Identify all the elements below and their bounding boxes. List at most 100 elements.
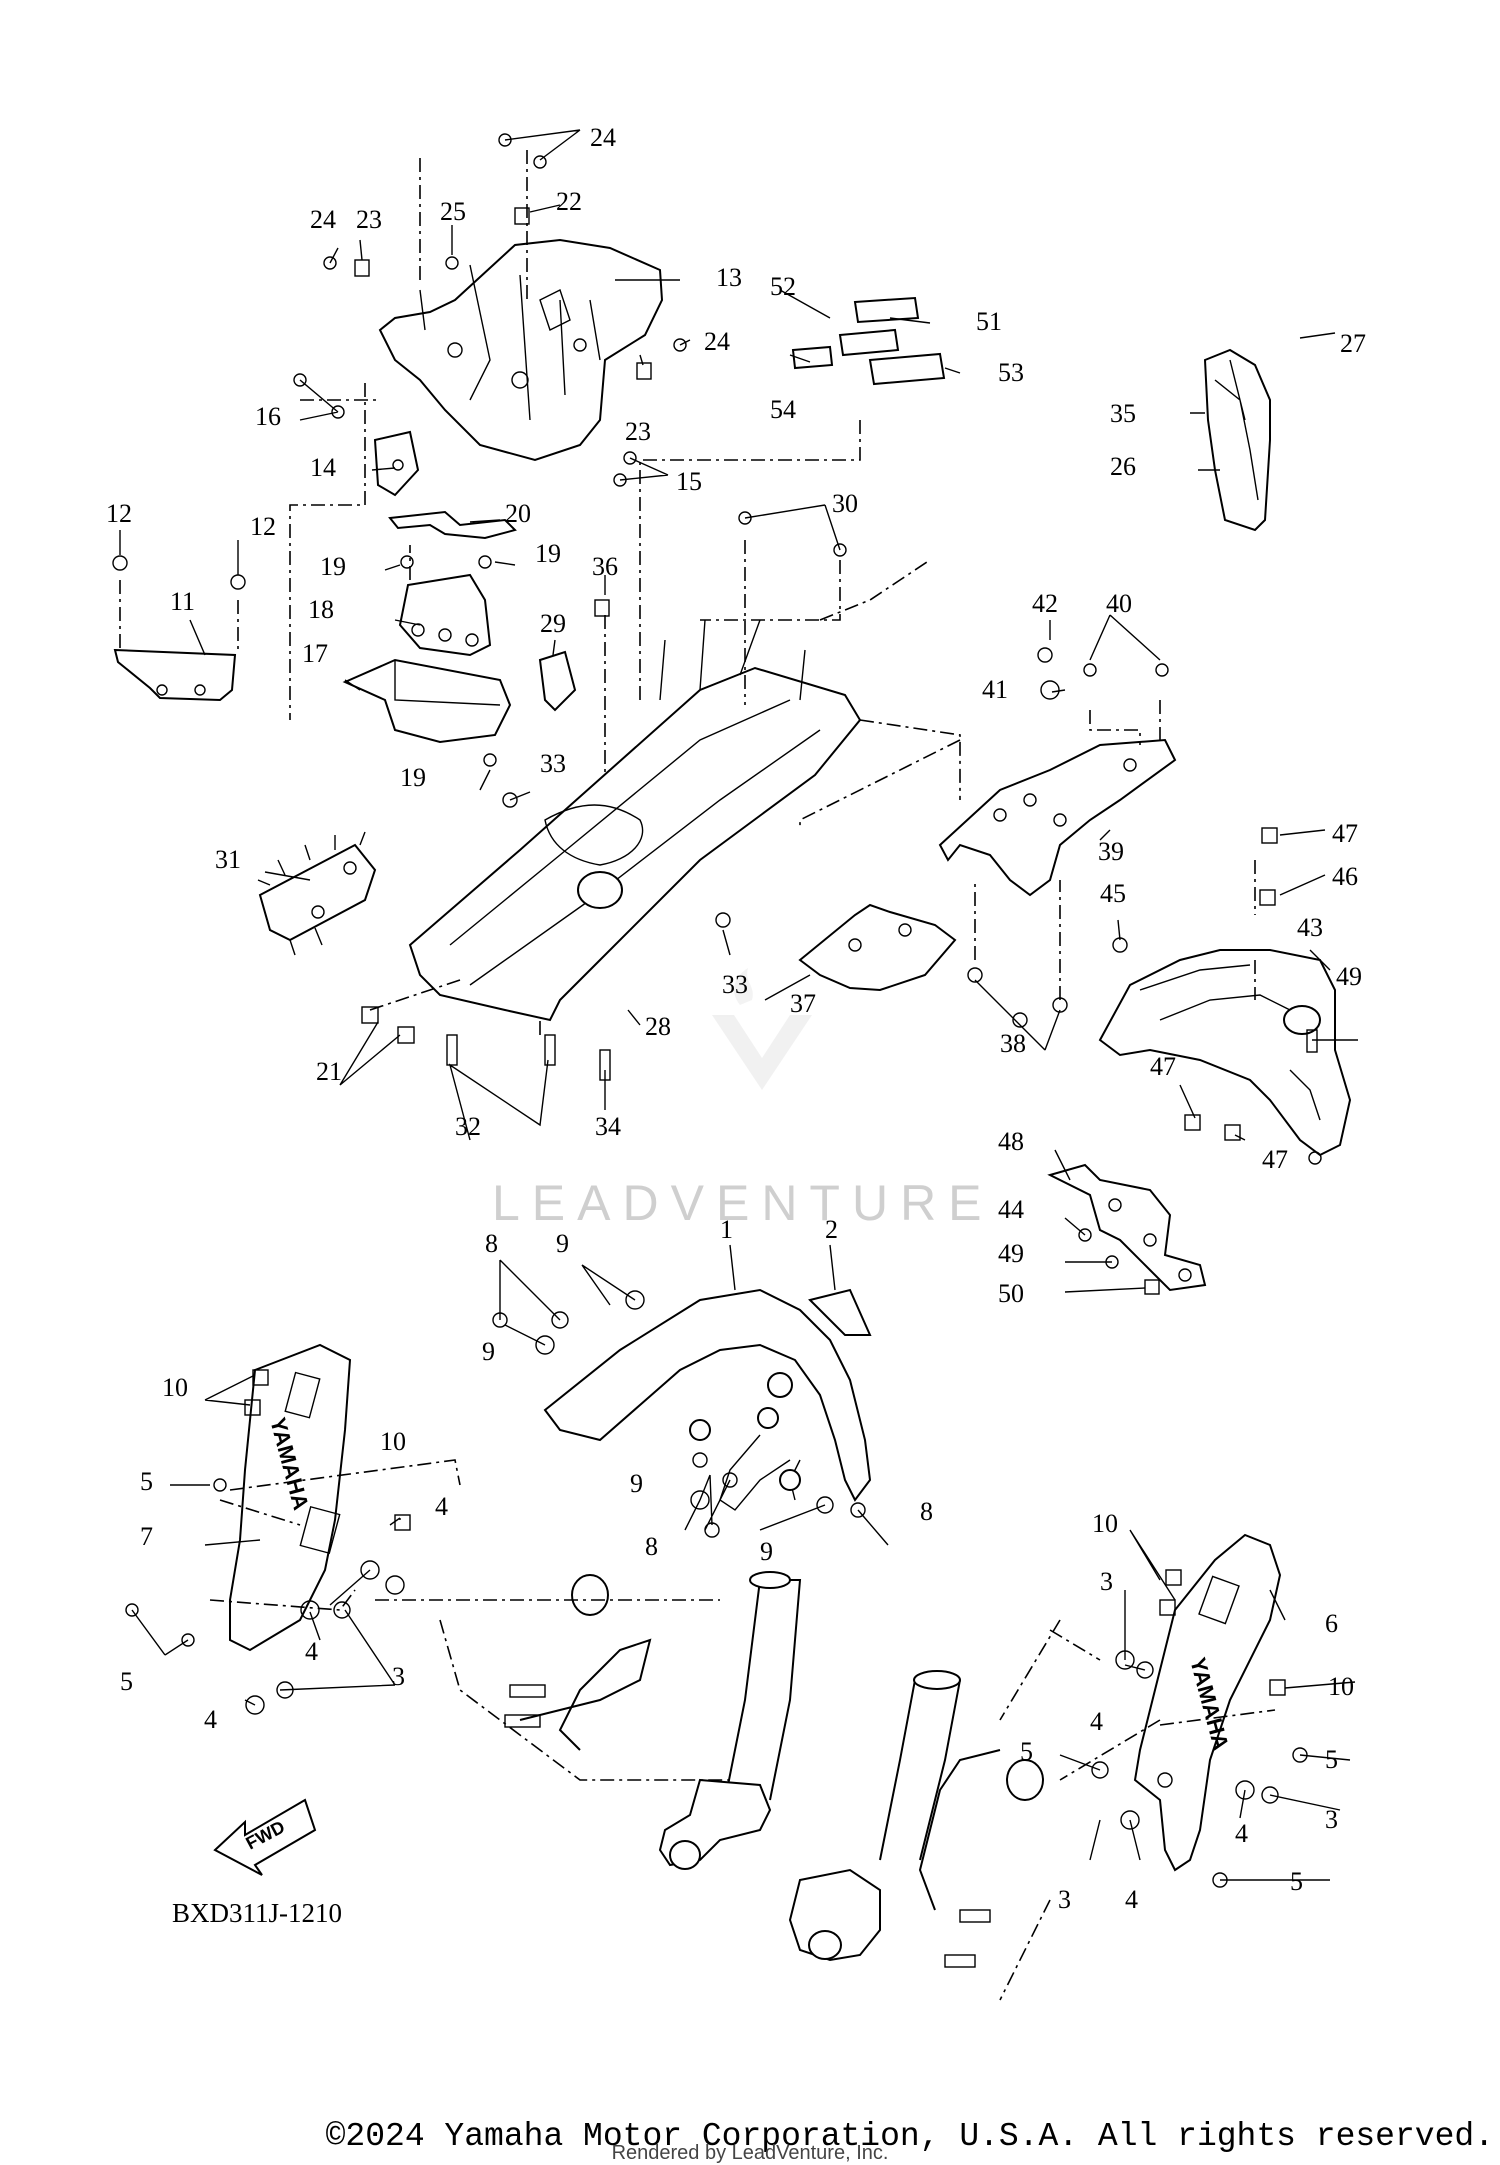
callout-8: 8	[645, 1532, 658, 1561]
callout-49: 49	[998, 1239, 1024, 1268]
callout-4: 4	[435, 1492, 448, 1521]
callout-9: 9	[556, 1229, 569, 1258]
callout-19: 19	[535, 539, 561, 568]
callout-22: 22	[556, 187, 582, 216]
callout-25: 25	[440, 197, 466, 226]
callout-17: 17	[302, 639, 328, 668]
labels-parts-51-54	[791, 296, 946, 386]
callout-42: 42	[1032, 589, 1058, 618]
callout-45: 45	[1100, 879, 1126, 908]
clip-part-29	[538, 650, 577, 712]
callout-9: 9	[482, 1337, 495, 1366]
callout-14: 14	[310, 453, 336, 482]
callout-20: 20	[505, 499, 531, 528]
copyright-notice: ©2024 Yamaha Motor Corporation, U.S.A. A…	[325, 2118, 1494, 2155]
bracket-part-14	[373, 430, 420, 497]
callout-40: 40	[1106, 589, 1132, 618]
callout-11: 11	[170, 587, 195, 616]
callout-13: 13	[716, 263, 742, 292]
callout-3: 3	[1058, 1885, 1071, 1914]
callout-4: 4	[1090, 1707, 1103, 1736]
fasteners-right	[967, 647, 1322, 1295]
callout-47: 47	[1150, 1052, 1176, 1081]
callout-21: 21	[316, 1057, 342, 1086]
callout-19: 19	[400, 763, 426, 792]
callout-8: 8	[485, 1229, 498, 1258]
callout-47: 47	[1262, 1145, 1288, 1174]
callout-54: 54	[770, 395, 796, 424]
tray-part-17	[342, 658, 512, 744]
callout-19: 19	[320, 552, 346, 581]
callout-10: 10	[380, 1427, 406, 1456]
callout-24: 24	[590, 123, 616, 152]
front-fork-left	[658, 1571, 802, 1870]
callout-10: 10	[162, 1373, 188, 1402]
bracket-part-39	[938, 738, 1177, 897]
callout-23: 23	[356, 205, 382, 234]
guard-part-31	[257, 831, 377, 956]
callout-33: 33	[722, 970, 748, 999]
callout-5: 5	[1290, 1867, 1303, 1896]
cover-part-26	[1203, 348, 1271, 532]
callout-6: 6	[1325, 1609, 1338, 1638]
plate-part-20	[388, 510, 517, 540]
battery-box-part-13	[378, 238, 664, 462]
watermark-logo	[712, 968, 812, 1090]
callout-34: 34	[595, 1112, 621, 1141]
callout-24: 24	[704, 327, 730, 356]
callout-7: 7	[140, 1522, 153, 1551]
bracket-part-48	[1047, 1163, 1207, 1292]
callout-3: 3	[392, 1662, 405, 1691]
callout-24: 24	[310, 205, 336, 234]
rendered-by-credit: Rendered by LeadVenture, Inc.	[611, 2142, 889, 2164]
fasteners-upper-left	[112, 133, 687, 767]
callout-29: 29	[540, 609, 566, 638]
callout-51: 51	[976, 307, 1002, 336]
callout-48: 48	[998, 1127, 1024, 1156]
callout-9: 9	[630, 1469, 643, 1498]
callout-52: 52	[770, 272, 796, 301]
decal-part-2	[808, 1288, 872, 1336]
callout-38: 38	[1000, 1029, 1026, 1058]
front-fender-part-1	[543, 1288, 872, 1511]
callout-2: 2	[825, 1215, 838, 1244]
watermark-text: LEADVENTURE	[492, 1175, 994, 1231]
callout-47: 47	[1332, 819, 1358, 848]
callout-28: 28	[645, 1012, 671, 1041]
callout-10: 10	[1328, 1672, 1354, 1701]
callout-27: 27	[1340, 329, 1366, 358]
bracket-part-11	[113, 648, 237, 702]
diagram-code: BXD311J-1210	[172, 1898, 342, 1928]
callout-9: 9	[760, 1537, 773, 1566]
callout-12: 12	[106, 499, 132, 528]
brake-line-brackets	[504, 1574, 1044, 1968]
callout-5: 5	[1325, 1745, 1338, 1774]
callout-33: 33	[540, 749, 566, 778]
front-fork-right	[788, 1670, 961, 1962]
callout-41: 41	[982, 675, 1008, 704]
callout-5: 5	[120, 1667, 133, 1696]
cover-part-37	[798, 903, 957, 992]
callout-4: 4	[1235, 1819, 1248, 1848]
callout-5: 5	[1020, 1737, 1033, 1766]
callout-46: 46	[1332, 862, 1358, 891]
callout-37: 37	[790, 989, 816, 1018]
fasteners-middle	[361, 511, 847, 1081]
callout-35: 35	[1110, 399, 1136, 428]
callout-12: 12	[250, 512, 276, 541]
fwd-arrow-icon: FWD	[213, 1798, 317, 1876]
callout-50: 50	[998, 1279, 1024, 1308]
callout-44: 44	[998, 1195, 1024, 1224]
callout-numbers: 24 24 23 25 22 13 24 23 15 16 14 52 51 5…	[106, 123, 1366, 1914]
callout-30: 30	[832, 489, 858, 518]
rear-frame-part-28	[408, 619, 862, 1022]
callout-4: 4	[1125, 1885, 1138, 1914]
fork-guard-part-7: YAMAHA	[229, 1343, 352, 1652]
fork-guard-part-6: YAMAHA	[1133, 1533, 1282, 1872]
callout-3: 3	[1100, 1567, 1113, 1596]
callout-23: 23	[625, 417, 651, 446]
fender-part-43	[1098, 949, 1352, 1157]
callout-53: 53	[998, 358, 1024, 387]
fasteners-lower	[125, 1290, 1308, 1888]
